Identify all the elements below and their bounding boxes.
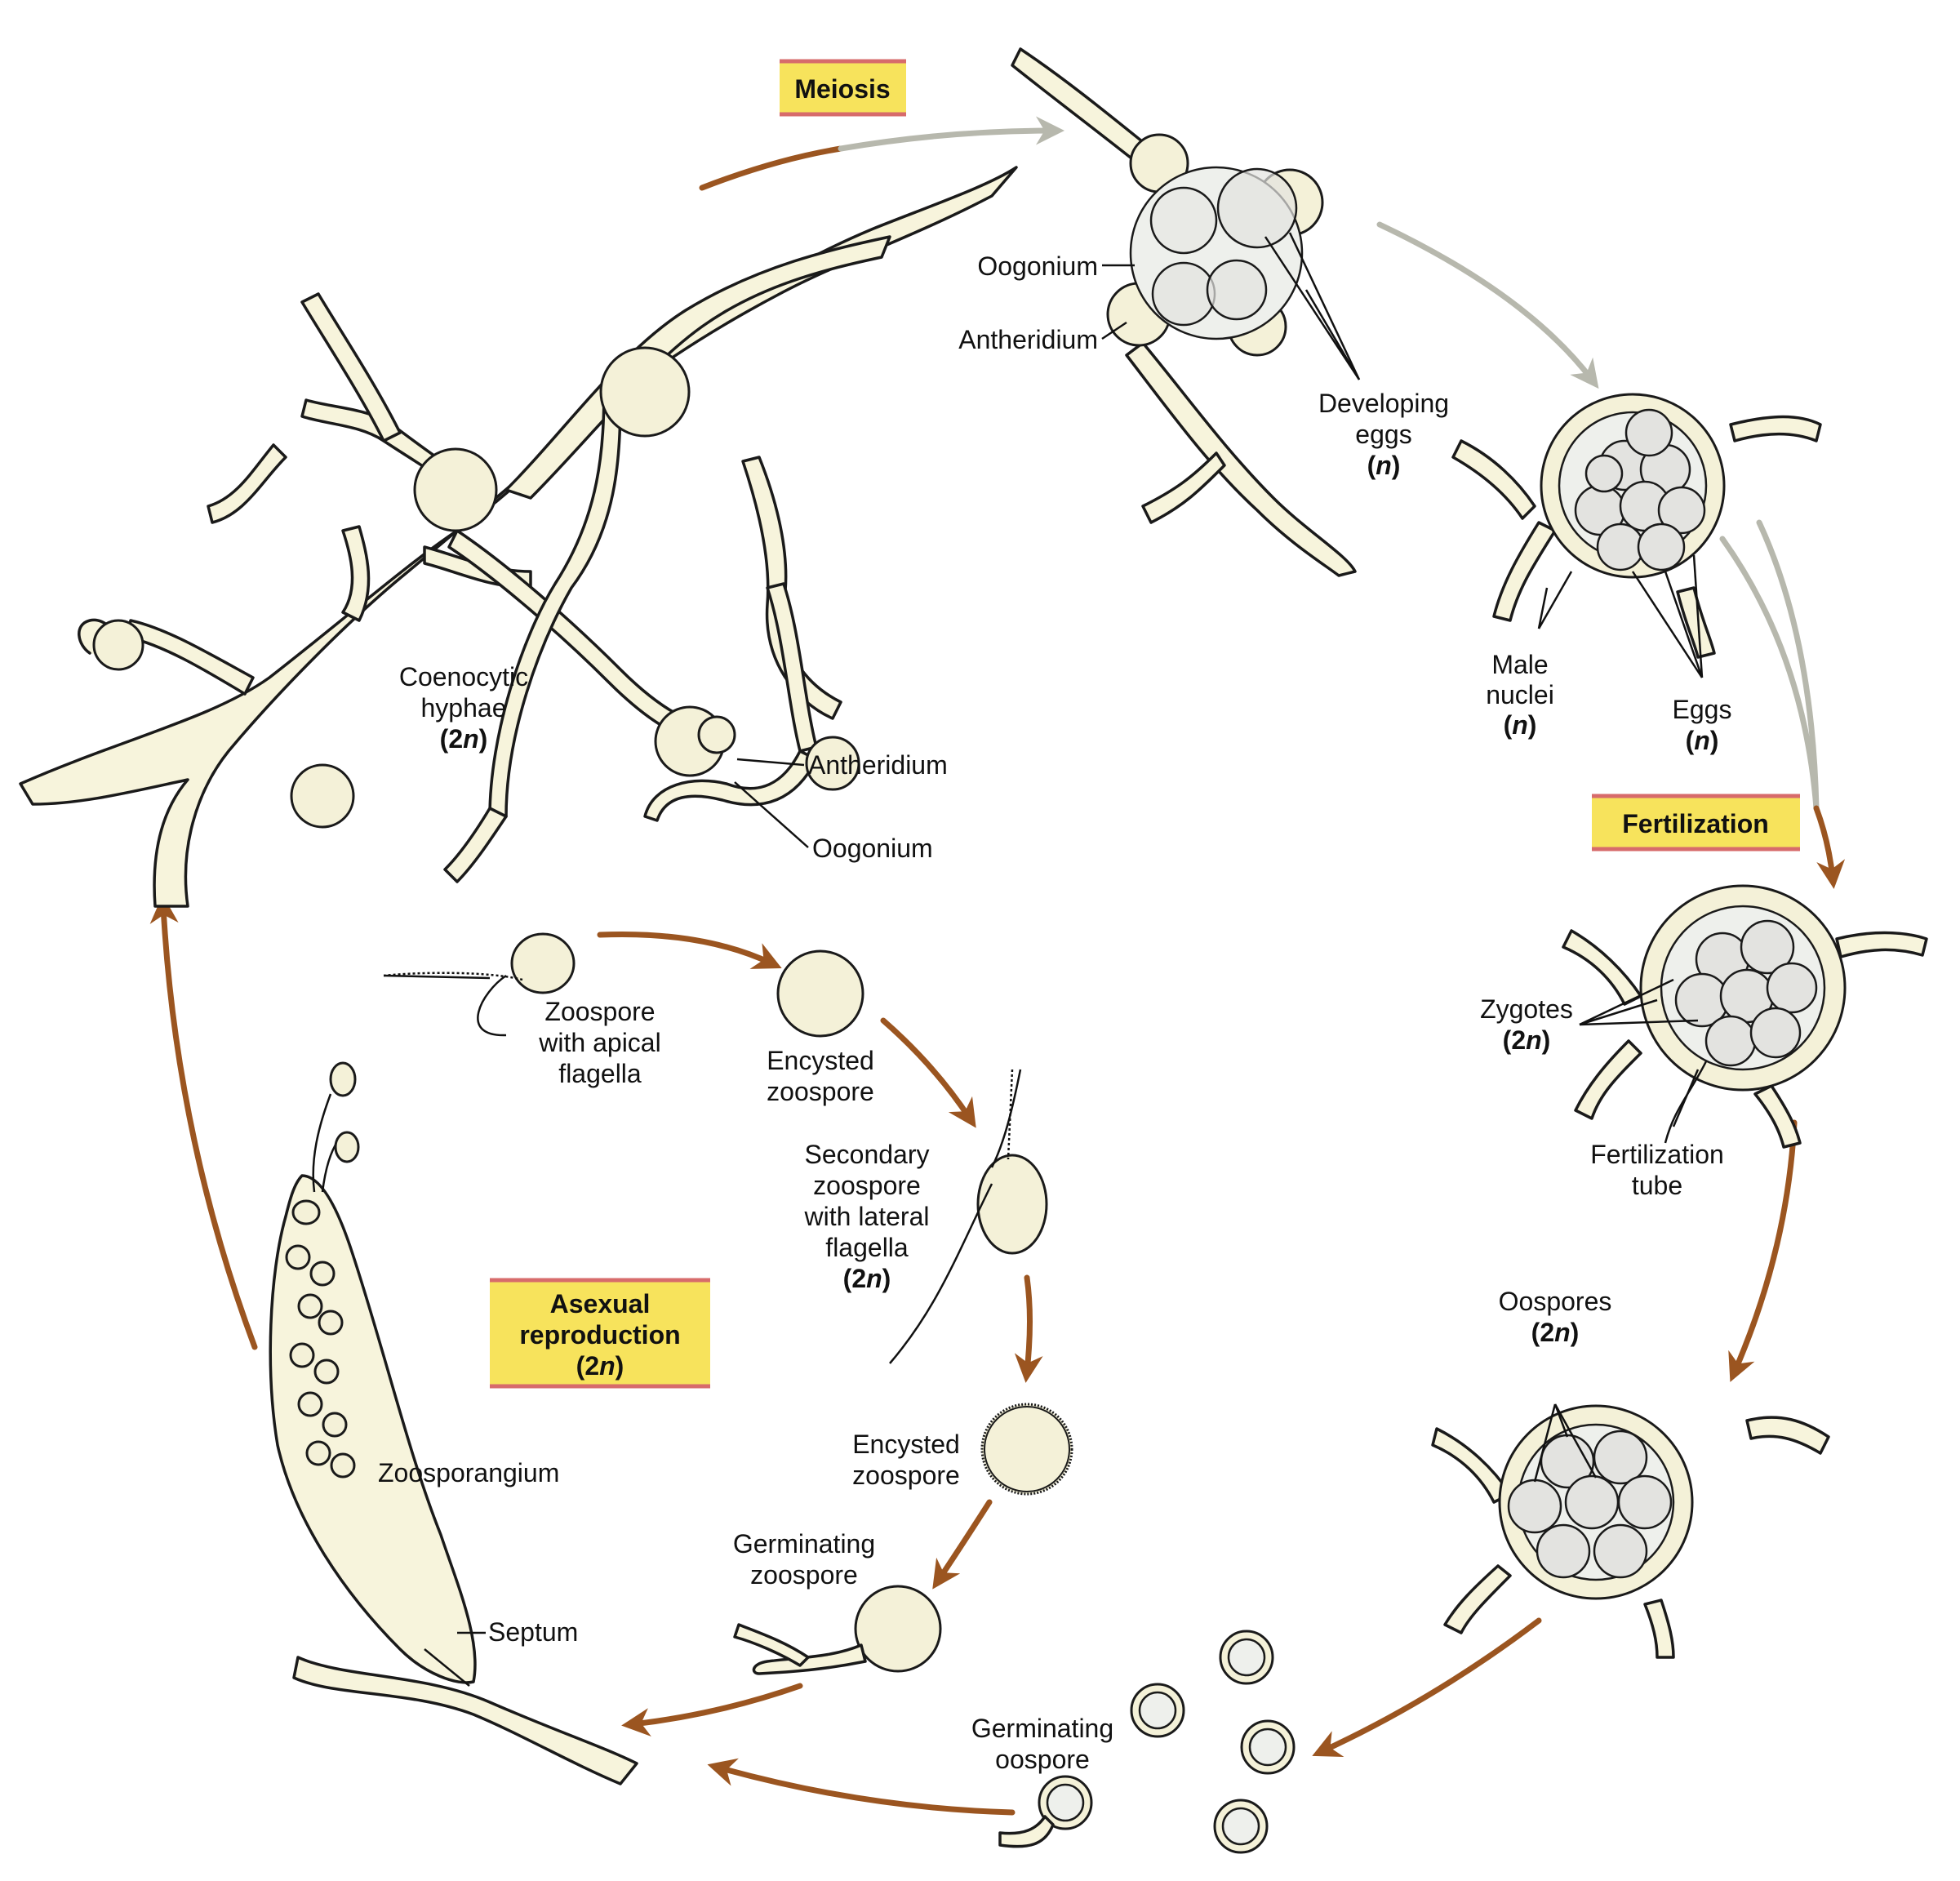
coenocytic-hyphae-line1: Coenocytic xyxy=(399,662,528,691)
zoospore-apical-label: Zoospore with apical flagella xyxy=(538,997,660,1088)
mycelium-labels: Coenocytic hyphae (2n) Antheridium Oogon… xyxy=(399,662,948,863)
arrow-oospore-to-hypha xyxy=(707,1758,1016,1816)
oogonium-left-label: Oogonium xyxy=(812,834,933,863)
encysted-zoospore-2-label: Encysted zoospore xyxy=(852,1430,960,1490)
eggs-ploidy: (n) xyxy=(1686,726,1719,755)
fertilization-label: Fertilization xyxy=(1622,809,1769,838)
secondary-zoospore xyxy=(889,1069,1048,1364)
germinating-zoospore-line1: Germinating xyxy=(733,1529,875,1559)
developing-eggs-line2: eggs xyxy=(1355,420,1411,449)
zygotes-line1: Zygotes xyxy=(1480,994,1573,1024)
germinating-oospore-labels: Germinating oospore xyxy=(971,1714,1113,1774)
cycle-arrows xyxy=(149,116,1846,1816)
zygotes-ploidy: (2n) xyxy=(1503,1025,1551,1055)
antheridium-left-label: Antheridium xyxy=(808,750,948,780)
germinating-zoospore xyxy=(733,1585,942,1675)
eggs-line1: Eggs xyxy=(1673,695,1732,724)
zoosporangium-label: Zoosporangium xyxy=(378,1458,559,1487)
zoospore-apical xyxy=(383,932,576,1037)
encysted-2-line2: zoospore xyxy=(852,1461,960,1490)
fertilization-tube-line2: tube xyxy=(1632,1171,1682,1200)
secondary-zoospore-ploidy: (2n) xyxy=(843,1264,891,1293)
arrow-encysted-to-germinating xyxy=(932,1499,993,1590)
zygotes-oogonium xyxy=(1562,884,1928,1149)
germinating-zoospore-label: Germinating zoospore xyxy=(733,1529,875,1590)
developing-eggs-line1: Developing xyxy=(1318,389,1449,418)
oospores-oogonium xyxy=(1431,1404,1830,1659)
oospores-ploidy: (2n) xyxy=(1531,1318,1580,1347)
male-nuclei-line2: nuclei xyxy=(1486,680,1554,709)
coenocytic-mycelium xyxy=(19,166,1018,908)
germinating-oospore-line2: oospore xyxy=(995,1745,1090,1774)
asexual-line2: reproduction xyxy=(519,1320,680,1350)
asexual-reproduction-box: Asexual reproduction (2n) xyxy=(490,1278,710,1389)
antheridium-left-leader xyxy=(736,758,805,767)
developing-eggs-ploidy: (n) xyxy=(1367,451,1401,480)
asexual-line1: Asexual xyxy=(550,1289,651,1318)
coenocytic-hyphae-line2: hyphae xyxy=(421,693,507,723)
oogonium-left-leader xyxy=(734,781,809,848)
male-nuclei-ploidy: (n) xyxy=(1504,710,1537,740)
oospores-labels: Oospores (2n) xyxy=(1499,1287,1612,1483)
antheridium-top-label: Antheridium xyxy=(958,325,1098,354)
encysted-zoospore-1-label: Encysted zoospore xyxy=(767,1046,874,1106)
arrow-to-germinating-oospores xyxy=(1312,1617,1542,1758)
male-nuclei-line1: Male xyxy=(1491,650,1548,679)
oogonium-with-eggs xyxy=(1451,393,1822,659)
zoospore-apical-line3: flagella xyxy=(558,1059,642,1088)
encysted-zoospore-1 xyxy=(776,949,864,1038)
secondary-zoospore-line2: zoospore xyxy=(813,1171,921,1200)
germinating-oospores xyxy=(998,1630,1296,1854)
arrow-to-fertilization-gray xyxy=(1376,221,1599,389)
septum-label: Septum xyxy=(488,1617,578,1647)
encysted-2-line1: Encysted xyxy=(852,1430,960,1459)
oogonium-top-labels: Oogonium Antheridium Developing eggs (n) xyxy=(958,232,1449,480)
fertilization-box: Fertilization xyxy=(1592,794,1800,852)
asexual-ploidy: (2n) xyxy=(576,1351,624,1381)
encysted-zoospore-2 xyxy=(980,1403,1073,1496)
arrow-zoosporangium-to-mycelium xyxy=(149,895,258,1350)
meiosis-label: Meiosis xyxy=(794,74,890,104)
coenocytic-hyphae-ploidy: (2n) xyxy=(440,724,488,754)
arrow-zoospore-to-hypha xyxy=(621,1683,803,1736)
encysted-1-line1: Encysted xyxy=(767,1046,874,1075)
oogonium-top-label: Oogonium xyxy=(977,251,1098,281)
oospores-line1: Oospores xyxy=(1499,1287,1612,1316)
secondary-zoospore-line3: with lateral xyxy=(804,1202,930,1231)
meiosis-arrow-brown xyxy=(699,145,844,191)
encysted-1-line2: zoospore xyxy=(767,1077,874,1106)
eggs-arrow-gray-2 xyxy=(1756,519,1820,812)
zoosporangium xyxy=(269,1061,638,1785)
arrow-encysted-to-secondary xyxy=(880,1017,976,1128)
fertilization-arrow-brown xyxy=(1813,805,1846,889)
arrow-secondary-to-encysted xyxy=(1014,1274,1043,1383)
oogonium-developing-eggs xyxy=(1011,47,1357,577)
secondary-zoospore-line1: Secondary xyxy=(805,1140,930,1169)
germinating-oospore-line1: Germinating xyxy=(971,1714,1113,1743)
zoosporangium-labels: Zoosporangium Septum xyxy=(378,1458,578,1647)
meiosis-arrow-gray xyxy=(838,116,1064,152)
zoospore-apical-line1: Zoospore xyxy=(544,997,655,1026)
secondary-zoospore-line4: flagella xyxy=(825,1233,909,1262)
arrow-to-oospores xyxy=(1728,1119,1798,1382)
meiosis-box: Meiosis xyxy=(780,59,906,117)
arrow-zoospore-to-encysted xyxy=(597,931,782,969)
secondary-zoospore-label: Secondary zoospore with lateral flagella… xyxy=(804,1140,930,1293)
fertilization-tube-line1: Fertilization xyxy=(1590,1140,1724,1169)
zoospore-apical-line2: with apical xyxy=(538,1028,660,1057)
zygotes-labels: Zygotes (2n) Fertilization tube xyxy=(1480,978,1724,1200)
oogonium-eggs-labels: Male nuclei (n) Eggs (n) xyxy=(1486,554,1732,755)
germinating-zoospore-line2: zoospore xyxy=(750,1560,858,1590)
